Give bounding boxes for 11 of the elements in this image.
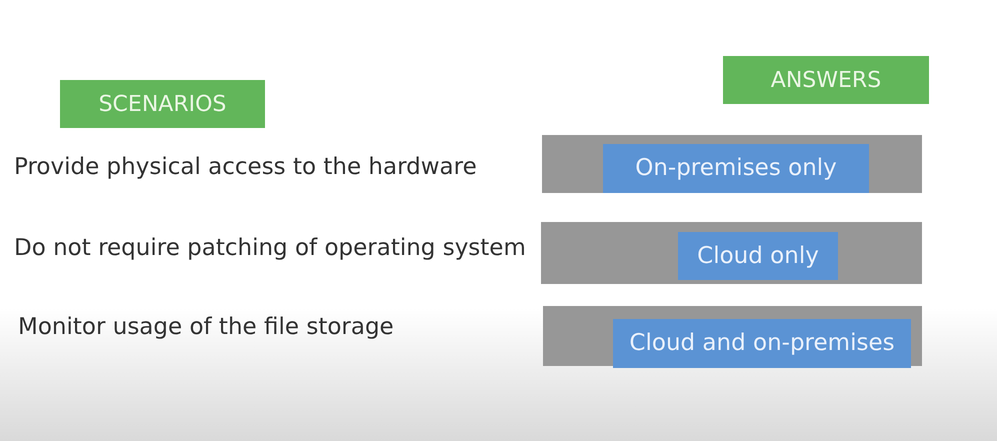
answer-box: Cloud only bbox=[678, 232, 838, 280]
heading-box: SCENARIOS bbox=[60, 80, 265, 128]
answer-slot bbox=[542, 135, 922, 193]
scenario-text: Provide physical access to the hardware bbox=[14, 153, 477, 182]
answer-box: On-premises only bbox=[603, 144, 869, 193]
heading-box: ANSWERS bbox=[723, 56, 929, 104]
answer-box: Cloud and on-premises bbox=[613, 319, 911, 368]
answer-slot bbox=[543, 306, 922, 366]
scenario-text: Do not require patching of operating system bbox=[14, 234, 526, 263]
answer-slot bbox=[541, 222, 922, 284]
scenario-text: Monitor usage of the file storage bbox=[18, 313, 394, 342]
